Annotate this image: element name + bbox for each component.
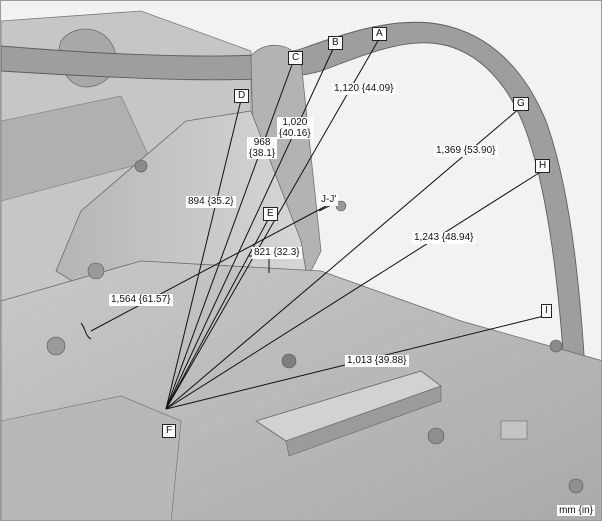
dimension-f-to-c-mm: 968	[253, 137, 271, 148]
dimension-f-to-c: 968 {38.1}	[247, 137, 278, 159]
dimension-lines	[80, 38, 549, 410]
cross-member-side	[285, 385, 442, 457]
dimension-f-to-g: 1,369 {53.90}	[434, 145, 498, 157]
point-label-g: G	[513, 97, 529, 111]
point-label-i: I	[541, 304, 552, 318]
point-label-h: H	[535, 159, 551, 173]
point-label-f: F	[162, 424, 177, 438]
point-label-j-j-prime: J-J'	[319, 194, 339, 206]
line-f-to-g	[165, 107, 521, 410]
pillar-hole	[549, 339, 563, 353]
line-f-to-d	[165, 99, 242, 410]
line-f-to-b	[165, 46, 335, 410]
line-f-to-h	[165, 170, 543, 410]
dimension-f-to-c-in: {38.1}	[249, 148, 276, 159]
point-label-a: A	[372, 27, 387, 41]
floor-hole	[46, 336, 66, 356]
line-j-to-j	[90, 205, 327, 332]
dimension-f-to-b-mm: 1,020	[282, 117, 308, 128]
dimension-j-to-j: 1,564 {61.57}	[109, 294, 173, 306]
dimension-f-to-a: 1,120 {44.09}	[332, 83, 396, 95]
panel-hole	[134, 159, 148, 173]
floor-bracket	[500, 420, 528, 440]
j-prime-end-mark	[318, 204, 332, 212]
side-sill	[1, 395, 182, 520]
units-label: mm {in}	[557, 505, 595, 516]
floor-hole	[281, 353, 297, 369]
dimension-f-to-h: 1,243 {48.94}	[412, 232, 476, 244]
dimension-f-to-e: 821 {32.3}	[252, 247, 302, 259]
point-label-c: C	[288, 51, 304, 65]
dimension-f-to-d: 894 {35.2}	[186, 196, 236, 208]
panel-hole	[335, 200, 347, 212]
line-f-to-e	[165, 217, 270, 410]
floor-hole	[427, 427, 445, 445]
line-f-to-c	[165, 61, 294, 410]
j-end-mark	[80, 322, 92, 340]
point-label-e: E	[263, 207, 278, 221]
dimension-f-to-b: 1,020 {40.16}	[277, 117, 313, 139]
dimension-f-to-b-in: {40.16}	[279, 128, 311, 139]
point-label-d: D	[234, 89, 250, 103]
dimension-f-to-i: 1,013 {39.88}	[345, 355, 409, 367]
panel-hole	[87, 262, 105, 280]
point-label-b: B	[328, 36, 343, 50]
floor-hole	[568, 478, 584, 494]
line-f-to-a	[165, 38, 380, 410]
